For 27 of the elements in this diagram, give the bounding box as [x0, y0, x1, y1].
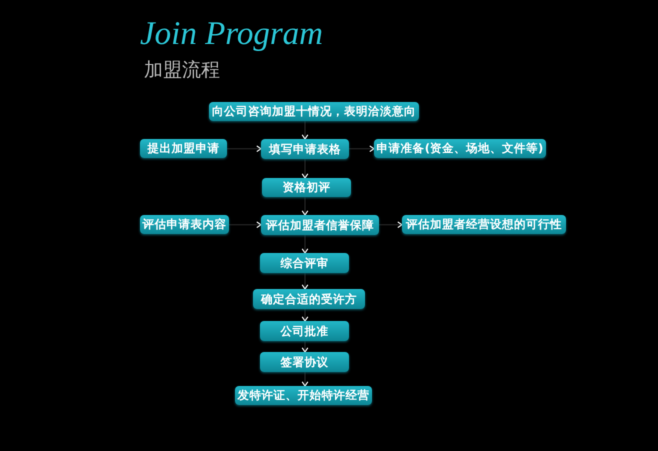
subtitle: 加盟流程 [144, 58, 220, 82]
chevron-arrow [302, 272, 308, 290]
chevron-arrow [302, 340, 308, 353]
process-box: 评估加盟者经营设想的可行性 [402, 215, 566, 234]
process-box: 发特许证、开始特许经营 [235, 386, 372, 405]
title: Join Program [140, 15, 324, 54]
process-box: 公司批准 [260, 321, 349, 341]
process-box: 资格初评 [262, 178, 351, 197]
chevron-arrow [226, 145, 262, 152]
process-box: 确定合适的受许方 [253, 289, 365, 309]
process-box: 综合评审 [260, 253, 349, 273]
chevron-arrow [302, 158, 308, 179]
chevron-arrow [302, 234, 308, 254]
process-box: 填写申请表格 [261, 139, 349, 159]
chevron-arrow [348, 145, 375, 152]
chevron-arrow [302, 120, 308, 140]
chevron-arrow [378, 221, 403, 228]
chevron-arrow [302, 196, 308, 216]
chevron-arrow [302, 372, 308, 387]
process-box: 评估加盟者信誉保障 [261, 215, 379, 235]
chevron-arrow [302, 308, 308, 322]
process-box: 评估申请表内容 [140, 215, 229, 234]
chevron-arrow [228, 221, 262, 228]
process-box: 申请准备(资金、场地、文件等) [374, 139, 546, 158]
process-box: 签署协议 [260, 352, 349, 372]
process-box: 向公司咨询加盟十情况，表明洽淡意向 [209, 102, 419, 121]
process-box: 提出加盟申请 [140, 139, 227, 158]
